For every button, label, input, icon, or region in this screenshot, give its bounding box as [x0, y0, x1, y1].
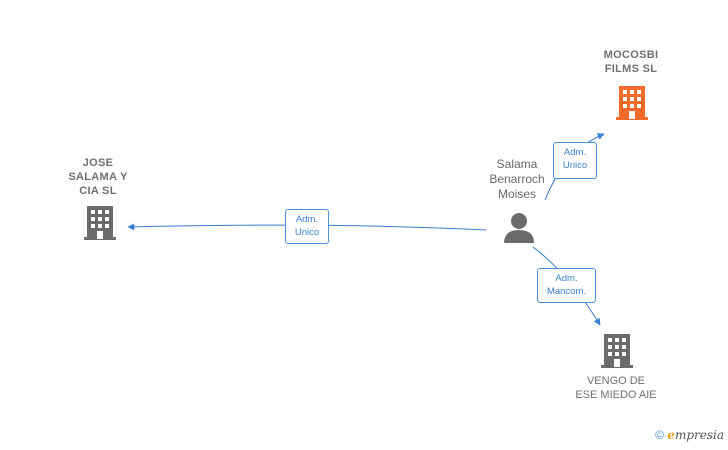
vengo-label: VENGO DE ESE MIEDO AIE — [575, 375, 657, 401]
footer-brand: © empresia — [655, 428, 724, 442]
building-icon[interactable] — [84, 206, 116, 240]
mocosbi-films-label: MOCOSBI FILMS SL — [603, 49, 659, 75]
copyright-icon: © — [655, 428, 664, 442]
brand-logo-text: mpresia — [674, 428, 724, 442]
edge-label-to-mocosbi[interactable]: Adm. Unico — [553, 142, 597, 179]
edge-label-to-jose[interactable]: Adm. Unico — [285, 209, 329, 244]
person-icon[interactable] — [503, 212, 535, 244]
edge-label-to-vengo[interactable]: Adm. Mancom. — [537, 268, 596, 303]
building-icon[interactable] — [616, 86, 648, 120]
brand-logo-e: e — [667, 428, 675, 442]
person-label: Salama Benarroch Moises — [489, 157, 545, 201]
jose-salama-label: JOSE SALAMA Y CIA SL — [68, 157, 128, 197]
building-icon[interactable] — [601, 334, 633, 368]
